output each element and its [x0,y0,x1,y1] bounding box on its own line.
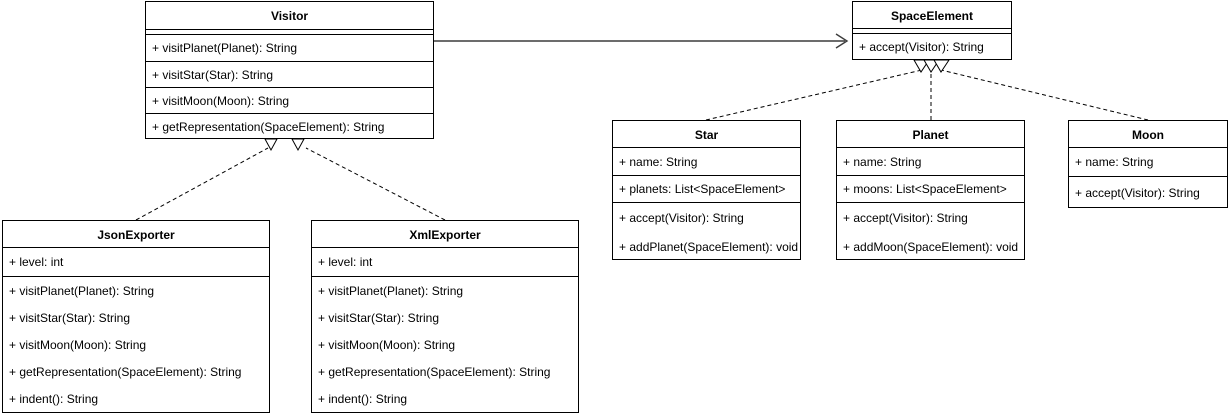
class-box-spaceelement[interactable]: SpaceElement + accept(Visitor): String [852,1,1012,60]
member-row: + indent(): String [318,391,408,406]
methods-compartment-jsonexporter: + visitPlanet(Planet): String + visitSta… [3,276,269,412]
member-row: + accept(Visitor): String [1075,185,1200,200]
member-row: + accept(Visitor): String [859,39,984,54]
member-row: + visitMoon(Moon): String [146,87,433,113]
class-name-planet: Planet [912,128,949,142]
member-row: + moons: List<SpaceElement> [837,175,1024,202]
member-row: + level: int [9,255,64,269]
class-box-visitor[interactable]: Visitor + visitPlanet(Planet): String + … [145,1,434,139]
member-row: + visitPlanet(Planet): String [152,41,298,55]
class-name-star: Star [694,128,719,142]
edge-jsonexporter-realizes-visitor [135,138,278,221]
member-row: + level: int [318,255,373,269]
edge-visitor-to-spaceelement [434,33,849,49]
edge-moon-realizes-spaceelement [933,59,1149,121]
class-box-jsonexporter[interactable]: JsonExporter + level: int + visitPlanet(… [2,220,270,413]
class-name-spaceelement: SpaceElement [890,9,974,23]
methods-compartment-star: + accept(Visitor): String + addPlanet(Sp… [613,202,800,261]
member-row: + visitPlanet(Planet): String [9,283,155,298]
member-row: + name: String [1075,155,1154,169]
class-name-moon: Moon [1132,128,1164,142]
attributes-compartment-jsonexporter: + level: int [3,247,269,276]
member-row: + name: String [843,154,922,169]
class-box-star[interactable]: Star + name: String + planets: List<Spac… [612,120,801,260]
class-name-visitor: Visitor [270,9,309,23]
class-box-xmlexporter[interactable]: XmlExporter + level: int + visitPlanet(P… [311,220,579,413]
edge-xmlexporter-realizes-visitor [291,138,446,221]
attributes-compartment-planet: + name: String + moons: List<SpaceElemen… [837,147,1024,202]
member-row: + visitMoon(Moon): String [318,337,456,352]
member-row: + addPlanet(SpaceElement): void [619,239,799,254]
methods-compartment-visitor: + visitPlanet(Planet): String + visitSta… [146,34,433,139]
methods-compartment-spaceelement: + accept(Visitor): String [853,33,1011,59]
edge-star-realizes-spaceelement [705,59,930,121]
member-row: + visitPlanet(Planet): String [318,283,464,298]
member-row: + planets: List<SpaceElement> [613,175,800,202]
class-name-xmlexporter: XmlExporter [409,228,481,242]
member-row: + getRepresentation(SpaceElement): Strin… [146,113,433,139]
attributes-compartment-spaceelement [853,28,1011,33]
class-box-planet[interactable]: Planet + name: String + moons: List<Spac… [836,120,1025,260]
attributes-compartment-visitor [146,29,433,34]
edge-planet-realizes-spaceelement [923,59,940,120]
member-row: + visitStar(Star): String [318,310,440,325]
member-row: + addMoon(SpaceElement): void [843,239,1019,254]
member-row: + accept(Visitor): String [619,210,744,225]
member-row: + visitStar(Star): String [146,61,433,87]
member-row: + indent(): String [9,391,99,406]
attributes-compartment-xmlexporter: + level: int [312,247,578,276]
member-row: + visitMoon(Moon): String [9,337,147,352]
class-name-jsonexporter: JsonExporter [97,228,175,242]
member-row: + getRepresentation(SpaceElement): Strin… [318,364,551,379]
methods-compartment-xmlexporter: + visitPlanet(Planet): String + visitSta… [312,276,578,412]
methods-compartment-planet: + accept(Visitor): String + addMoon(Spac… [837,202,1024,261]
member-row: + getRepresentation(SpaceElement): Strin… [9,364,242,379]
member-row: + visitStar(Star): String [9,310,131,325]
member-row: + name: String [619,154,698,169]
class-box-moon[interactable]: Moon + name: String + accept(Visitor): S… [1068,120,1228,208]
member-row: + accept(Visitor): String [843,210,968,225]
methods-compartment-moon: + accept(Visitor): String [1069,176,1227,208]
attributes-compartment-star: + name: String + planets: List<SpaceElem… [613,147,800,202]
attributes-compartment-moon: + name: String [1069,147,1227,176]
